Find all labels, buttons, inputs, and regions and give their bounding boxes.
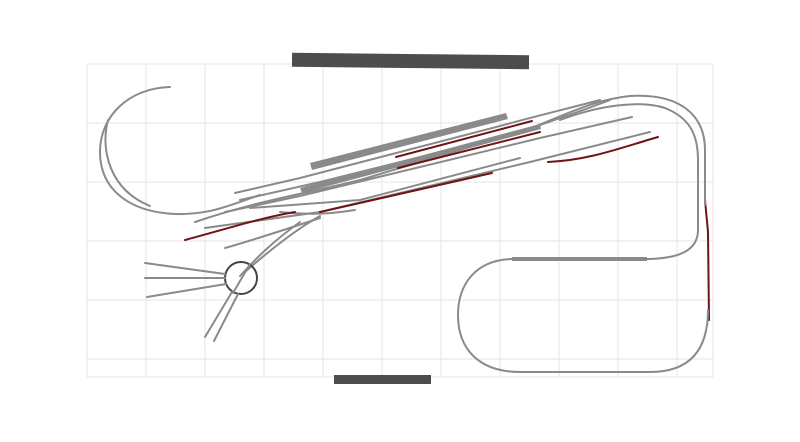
track-outer-loop	[519, 94, 706, 206]
track-main-2	[234, 99, 601, 194]
bench-top	[291, 52, 530, 70]
track-left-loop	[98, 86, 261, 216]
track-red-5	[547, 136, 659, 163]
track-main-5	[204, 131, 651, 229]
turntable-spur-4	[204, 291, 233, 338]
turntable-bridge	[232, 263, 251, 294]
turntable-spur-1	[144, 262, 226, 275]
turntable-spurs	[144, 262, 251, 342]
turntable-spur-3	[146, 283, 227, 298]
track-red-4	[397, 131, 541, 169]
track-outer-loop-inner	[559, 103, 699, 260]
track-red-1	[184, 211, 296, 241]
track-red-3	[395, 120, 533, 158]
track-red-2	[319, 172, 493, 213]
track-main-7	[249, 157, 521, 209]
platform-upper	[310, 113, 508, 170]
track-lower-loop	[456, 258, 709, 373]
track-yard-lead-1	[244, 215, 321, 273]
track-main-3	[239, 131, 521, 201]
track-main-4	[224, 116, 633, 213]
track-left-loop-inner	[104, 119, 151, 207]
bench-bottom	[334, 375, 431, 384]
grid	[86, 63, 714, 378]
turntable-spur-5	[213, 293, 239, 342]
